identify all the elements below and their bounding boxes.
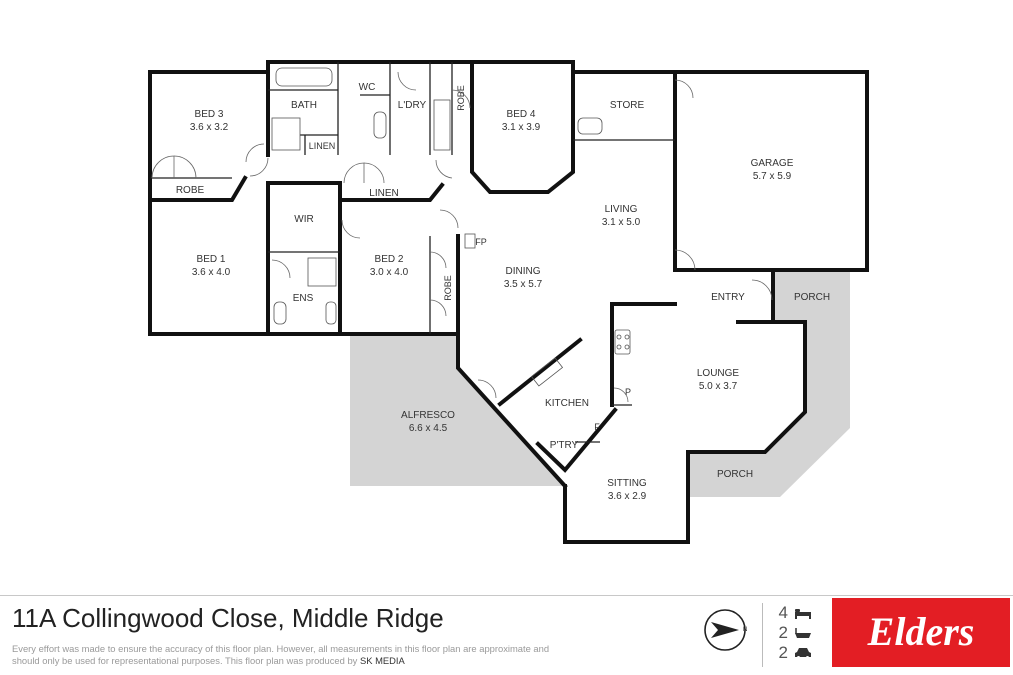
alfresco-area: [350, 334, 565, 486]
living-label: LIVING: [605, 204, 638, 215]
robe-bed3-label: ROBE: [176, 185, 205, 196]
bed-icon: [795, 609, 811, 619]
lounge-label: LOUNGE: [697, 368, 740, 379]
producer-name: SK MEDIA: [359, 654, 405, 666]
robe-top-label: ROBE: [456, 85, 466, 111]
sitting-label: SITTING: [607, 478, 647, 489]
ptry-label: P'TRY: [550, 440, 579, 451]
brand-name: Elders: [867, 609, 975, 654]
bath-icon: [795, 628, 811, 638]
porch-entry-area: [690, 272, 850, 497]
bed1-label: BED 1: [197, 254, 226, 265]
footer-divider: [0, 595, 1013, 596]
footer: 11A Collingwood Close, Middle Ridge Ever…: [0, 595, 1013, 675]
porch-lounge-label: PORCH: [717, 469, 753, 480]
interior-walls: [150, 62, 675, 443]
bathroom-count-value: 2: [778, 623, 788, 642]
bed4-dims: 3.1 x 3.9: [502, 122, 541, 133]
fridge-label: F: [594, 422, 600, 432]
wir-label: WIR: [294, 214, 313, 225]
stats-divider: [762, 603, 763, 667]
elders-logo: Elders: [832, 598, 1010, 667]
bed3-dims: 3.6 x 3.2: [190, 122, 229, 133]
porch-entry-label: PORCH: [794, 292, 830, 303]
garage-label: GARAGE: [751, 158, 794, 169]
doors: [151, 71, 773, 403]
alfresco-label: ALFRESCO: [401, 410, 455, 421]
street-address: 11A Collingwood Close,: [12, 603, 285, 633]
bed3-label: BED 3: [195, 109, 224, 120]
bed2-dims: 3.0 x 4.0: [370, 267, 409, 278]
alfresco-dims: 6.6 x 4.5: [409, 423, 448, 434]
wc-label: WC: [359, 82, 376, 93]
store-label: STORE: [610, 100, 645, 111]
carspace-count-value: 2: [778, 643, 788, 662]
living-dims: 3.1 x 5.0: [602, 217, 641, 228]
garage-dims: 5.7 x 5.9: [753, 171, 792, 182]
bath-label: BATH: [291, 100, 317, 111]
kitchen-label: KITCHEN: [545, 398, 589, 409]
walls: [148, 60, 869, 544]
sitting-dims: 3.6 x 2.9: [608, 491, 647, 502]
bed4-label: BED 4: [507, 109, 536, 120]
disclaimer-text: Every effort was made to ensure the accu…: [12, 643, 550, 666]
fixtures: [271, 67, 631, 387]
linen-bath-label: LINEN: [309, 141, 336, 151]
bedroom-count: 4: [776, 603, 812, 623]
dining-dims: 3.5 x 5.7: [504, 279, 543, 290]
bed1-dims: 3.6 x 4.0: [192, 267, 231, 278]
car-icon: [795, 648, 811, 659]
robe-bed2-label: ROBE: [443, 275, 453, 301]
bedroom-count-value: 4: [778, 603, 788, 622]
lounge-dims: 5.0 x 3.7: [699, 381, 738, 392]
ldry-label: L'DRY: [398, 100, 427, 111]
disclaimer: Every effort was made to ensure the accu…: [12, 643, 552, 666]
carspace-count: 2: [776, 643, 812, 663]
svg-text:N: N: [743, 627, 747, 633]
linen-hall-label: LINEN: [369, 188, 398, 199]
bed2-label: BED 2: [375, 254, 404, 265]
floor-plan: BED 3 3.6 x 3.2 BATH WC L'DRY ROBE BED 4…: [148, 60, 869, 544]
dining-label: DINING: [506, 266, 541, 277]
room-labels: BED 3 3.6 x 3.2 BATH WC L'DRY ROBE BED 4…: [176, 82, 830, 502]
fp-label: FP: [475, 237, 487, 247]
entry-label: ENTRY: [711, 292, 745, 303]
north-compass-icon: N: [704, 609, 747, 651]
suburb: Middle Ridge: [291, 603, 444, 633]
pantry-p-label: P: [625, 387, 631, 397]
property-address: 11A Collingwood Close, Middle Ridge: [12, 603, 444, 634]
elders-logo-wordmark: Elders: [867, 609, 975, 654]
bathroom-count: 2: [776, 623, 812, 643]
ens-label: ENS: [293, 293, 314, 304]
